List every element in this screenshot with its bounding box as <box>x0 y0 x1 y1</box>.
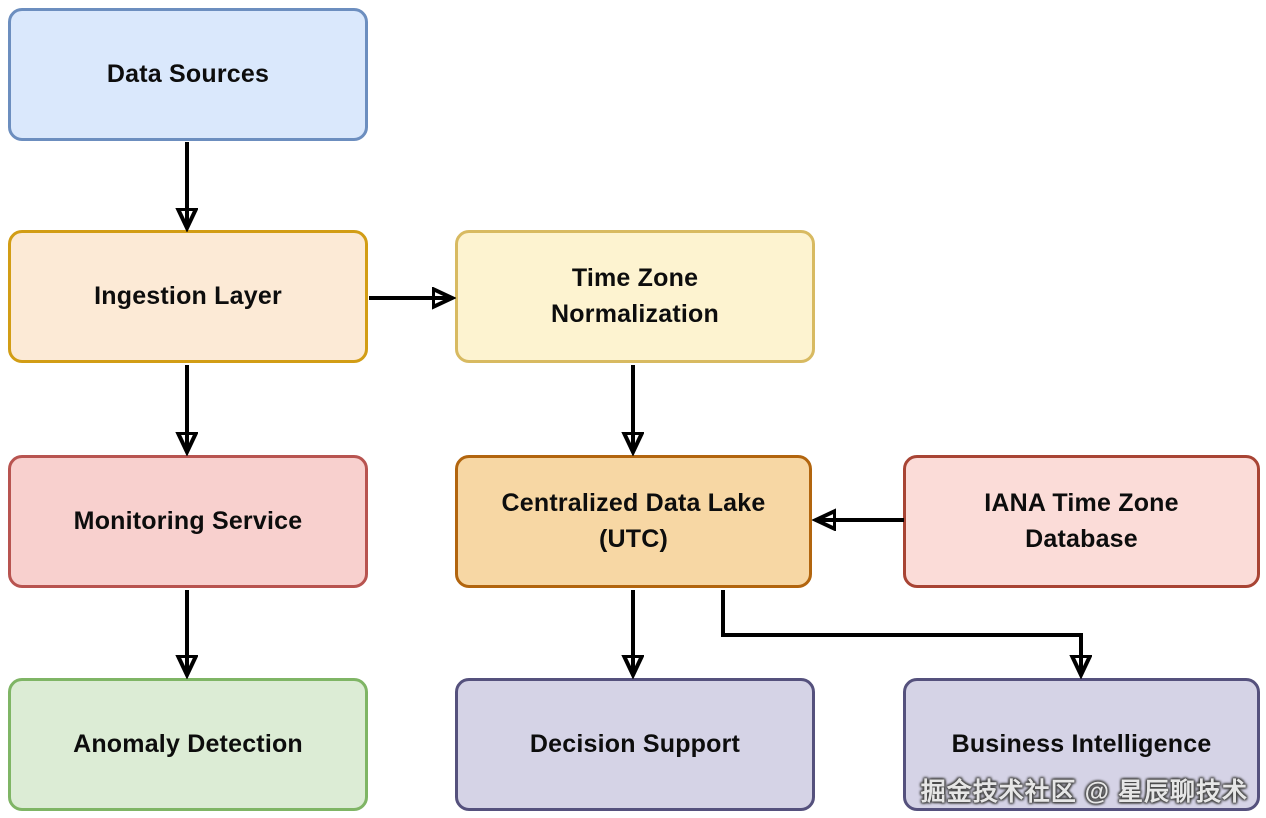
node-ingestion-layer: Ingestion Layer <box>8 230 368 363</box>
watermark-text: 掘金技术社区 @ 星辰聊技术 <box>920 778 1248 806</box>
node-monitoring-service: Monitoring Service <box>8 455 368 588</box>
node-decision-support: Decision Support <box>455 678 815 811</box>
node-business-intelligence: Business Intelligence <box>903 678 1260 811</box>
node-centralized-data-lake: Centralized Data Lake (UTC) <box>455 455 812 588</box>
node-data-sources: Data Sources <box>8 8 368 141</box>
node-iana-time-zone-database: IANA Time Zone Database <box>903 455 1260 588</box>
edge-centralized-data-lake-to-business-intelligence <box>721 590 1081 674</box>
node-anomaly-detection: Anomaly Detection <box>8 678 368 811</box>
node-time-zone-normalization: Time Zone Normalization <box>455 230 815 363</box>
